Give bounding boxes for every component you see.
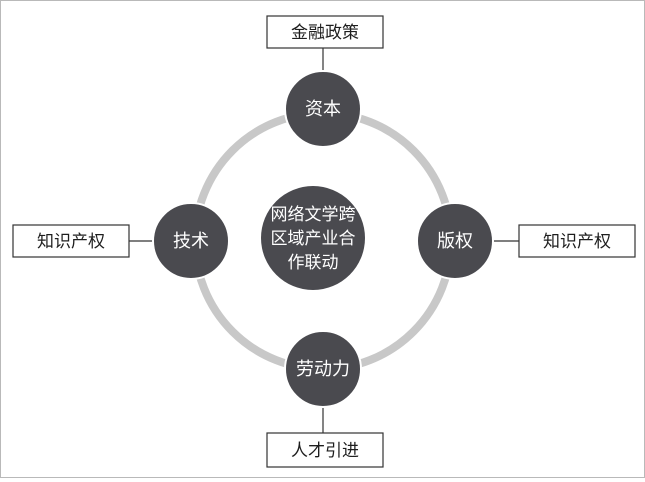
node-bottom-label: 劳动力: [296, 359, 350, 380]
box-top: 金融政策: [266, 15, 384, 49]
node-left-label: 技术: [173, 231, 209, 252]
box-bottom: 人才引进: [266, 432, 384, 468]
box-top-label: 金融政策: [291, 23, 359, 43]
node-right: 版权: [416, 202, 494, 280]
center-node: 网络文学跨 区域产业合 作联动: [261, 186, 365, 290]
center-line-3: 作联动: [288, 253, 339, 273]
node-top-label: 资本: [305, 99, 341, 120]
box-left-label: 知识产权: [37, 232, 105, 252]
box-bottom-label: 人才引进: [291, 441, 359, 461]
center-line-1: 网络文学跨: [271, 205, 356, 225]
node-right-label: 版权: [437, 231, 473, 252]
node-top: 资本: [284, 70, 362, 148]
box-left: 知识产权: [12, 224, 130, 258]
box-right: 知识产权: [518, 224, 636, 258]
node-left: 技术: [152, 202, 230, 280]
node-bottom: 劳动力: [284, 330, 362, 408]
box-right-label: 知识产权: [543, 232, 611, 252]
center-line-2: 区域产业合: [271, 229, 356, 249]
